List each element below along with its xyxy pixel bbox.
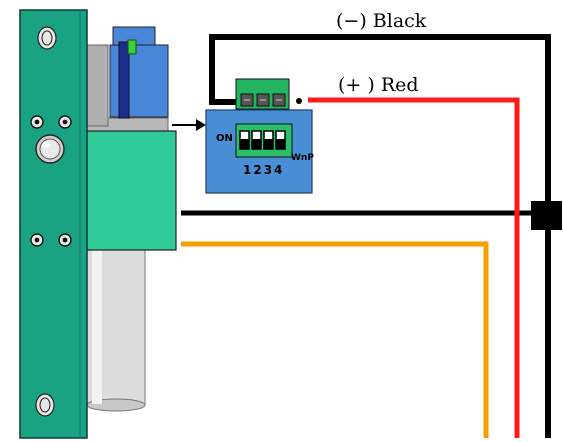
connection-arrow: [172, 119, 206, 131]
solenoid-coil: [109, 26, 169, 119]
plunger-cylinder: [86, 237, 146, 412]
dip-switch-numbers: 1234: [243, 163, 284, 177]
dip-wnp-label: WnP: [291, 153, 314, 163]
faceplate-screw-small: [30, 115, 72, 247]
positive-wire: [308, 97, 520, 438]
faceplate-screw-bottom: [35, 393, 55, 417]
positive-wire-label: (+ ) Red: [338, 74, 419, 96]
negative-wire: [209, 34, 551, 438]
mounting-bracket: [85, 44, 169, 133]
lock-body: [85, 130, 177, 251]
dip-switch-toggles: [239, 130, 286, 150]
terminal-dot: [296, 98, 302, 104]
dip-on-label: ON: [216, 133, 233, 144]
faceplate: [19, 9, 88, 439]
wire-connector: [531, 201, 562, 230]
terminal-block: [235, 78, 290, 110]
signal-wire: [181, 241, 489, 438]
latch-bolt: [35, 134, 65, 164]
negative-wire-label: (−) Black: [336, 10, 427, 32]
faceplate-screw-top: [37, 26, 57, 50]
dip-switch-module: ON WnP 1234: [205, 109, 314, 194]
